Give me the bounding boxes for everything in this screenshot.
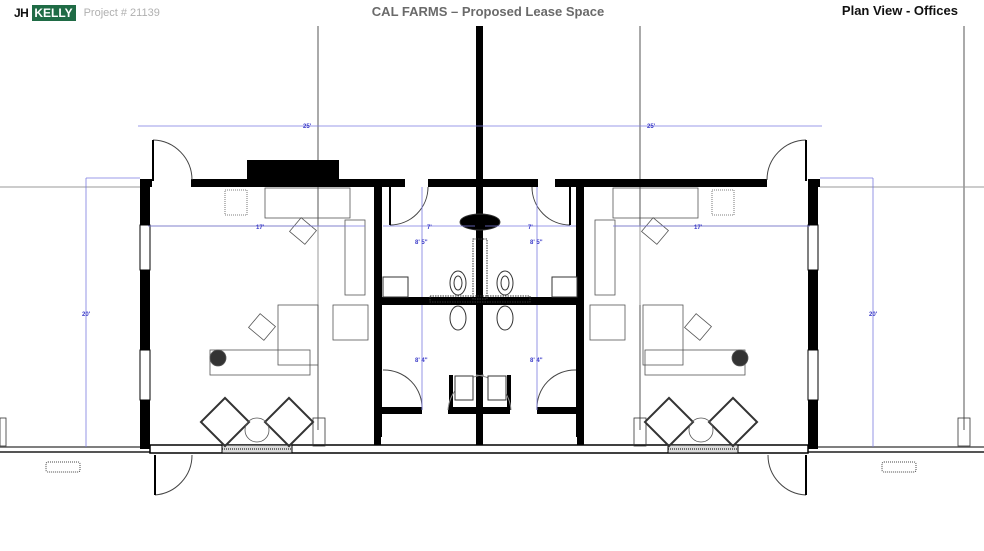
left-office-furniture	[199, 187, 369, 448]
view-title: Plan View - Offices	[841, 3, 958, 18]
dim-left-width: 25'	[303, 124, 312, 130]
dim-restroom-left-width: 7'	[427, 225, 432, 231]
logo-jh: JH	[14, 6, 29, 20]
walls	[139, 160, 820, 449]
dimension-lines	[85, 125, 874, 447]
central-wall	[476, 26, 483, 446]
dimension-labels: 25' 25' 20' 20' 17' 17' 7' 7' 8' 5" 8' 5…	[82, 124, 878, 364]
project-number: Project # 21139	[83, 7, 160, 19]
dim-right-depth: 20'	[869, 312, 878, 318]
dim-right-width: 25'	[647, 124, 656, 130]
storefront	[149, 444, 809, 454]
logo-kelly: KELLY	[29, 5, 76, 21]
dim-left-depth: 20'	[82, 312, 91, 318]
company-logo: JH KELLY Project # 21139	[14, 5, 160, 21]
page-title-text: CAL FARMS – Proposed Lease Space	[371, 4, 605, 19]
dim-left-inner: 17'	[256, 225, 265, 231]
dim-restroom-right-width: 7'	[528, 225, 533, 231]
dim-lower-left-depth: 8' 4"	[415, 358, 428, 364]
dim-upper-left-depth: 8' 5"	[415, 240, 428, 246]
dim-right-inner: 17'	[694, 225, 703, 231]
dim-lower-right-depth: 8' 4"	[530, 358, 543, 364]
exterior-benches	[45, 461, 917, 473]
page-title: CAL FARMS – Proposed Lease Space	[0, 4, 984, 19]
dim-upper-right-depth: 8' 5"	[530, 240, 543, 246]
right-office-furniture	[0, 187, 971, 448]
